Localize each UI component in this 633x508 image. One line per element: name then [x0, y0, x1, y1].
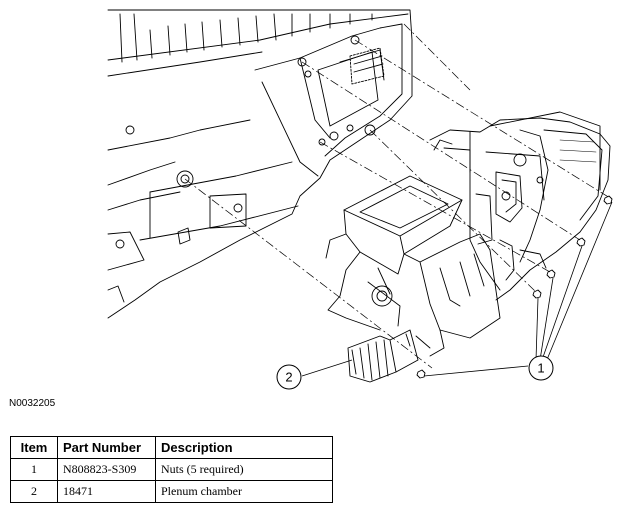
cell-part-number: N808823-S309	[57, 458, 156, 481]
cell-item: 1	[10, 458, 58, 481]
cell-item: 2	[10, 480, 58, 503]
figure-id: N0032205	[9, 398, 56, 409]
plenum-chamber	[325, 175, 501, 383]
cell-part-number: 18471	[57, 480, 156, 503]
table-row: 2 18471 Plenum chamber	[10, 480, 333, 503]
header-description: Description	[155, 436, 333, 459]
table-header-row: Item Part Number Description	[10, 436, 333, 459]
callout-2: 2	[276, 364, 302, 390]
header-part-number: Part Number	[57, 436, 156, 459]
firewall-panel	[107, 9, 413, 319]
table-row: 1 N808823-S309 Nuts (5 required)	[10, 458, 333, 481]
callout-2-label: 2	[285, 370, 292, 385]
exploded-view-illustration: 1 2	[107, 9, 613, 390]
header-item: Item	[10, 436, 58, 459]
cell-description: Plenum chamber	[155, 480, 333, 503]
hvac-module	[429, 111, 611, 301]
parts-table: Item Part Number Description 1 N808823-S…	[10, 436, 333, 503]
callout-1: 1	[528, 355, 554, 381]
nuts	[416, 195, 613, 379]
callout-1-label: 1	[537, 361, 544, 376]
cell-description: Nuts (5 required)	[155, 458, 333, 481]
